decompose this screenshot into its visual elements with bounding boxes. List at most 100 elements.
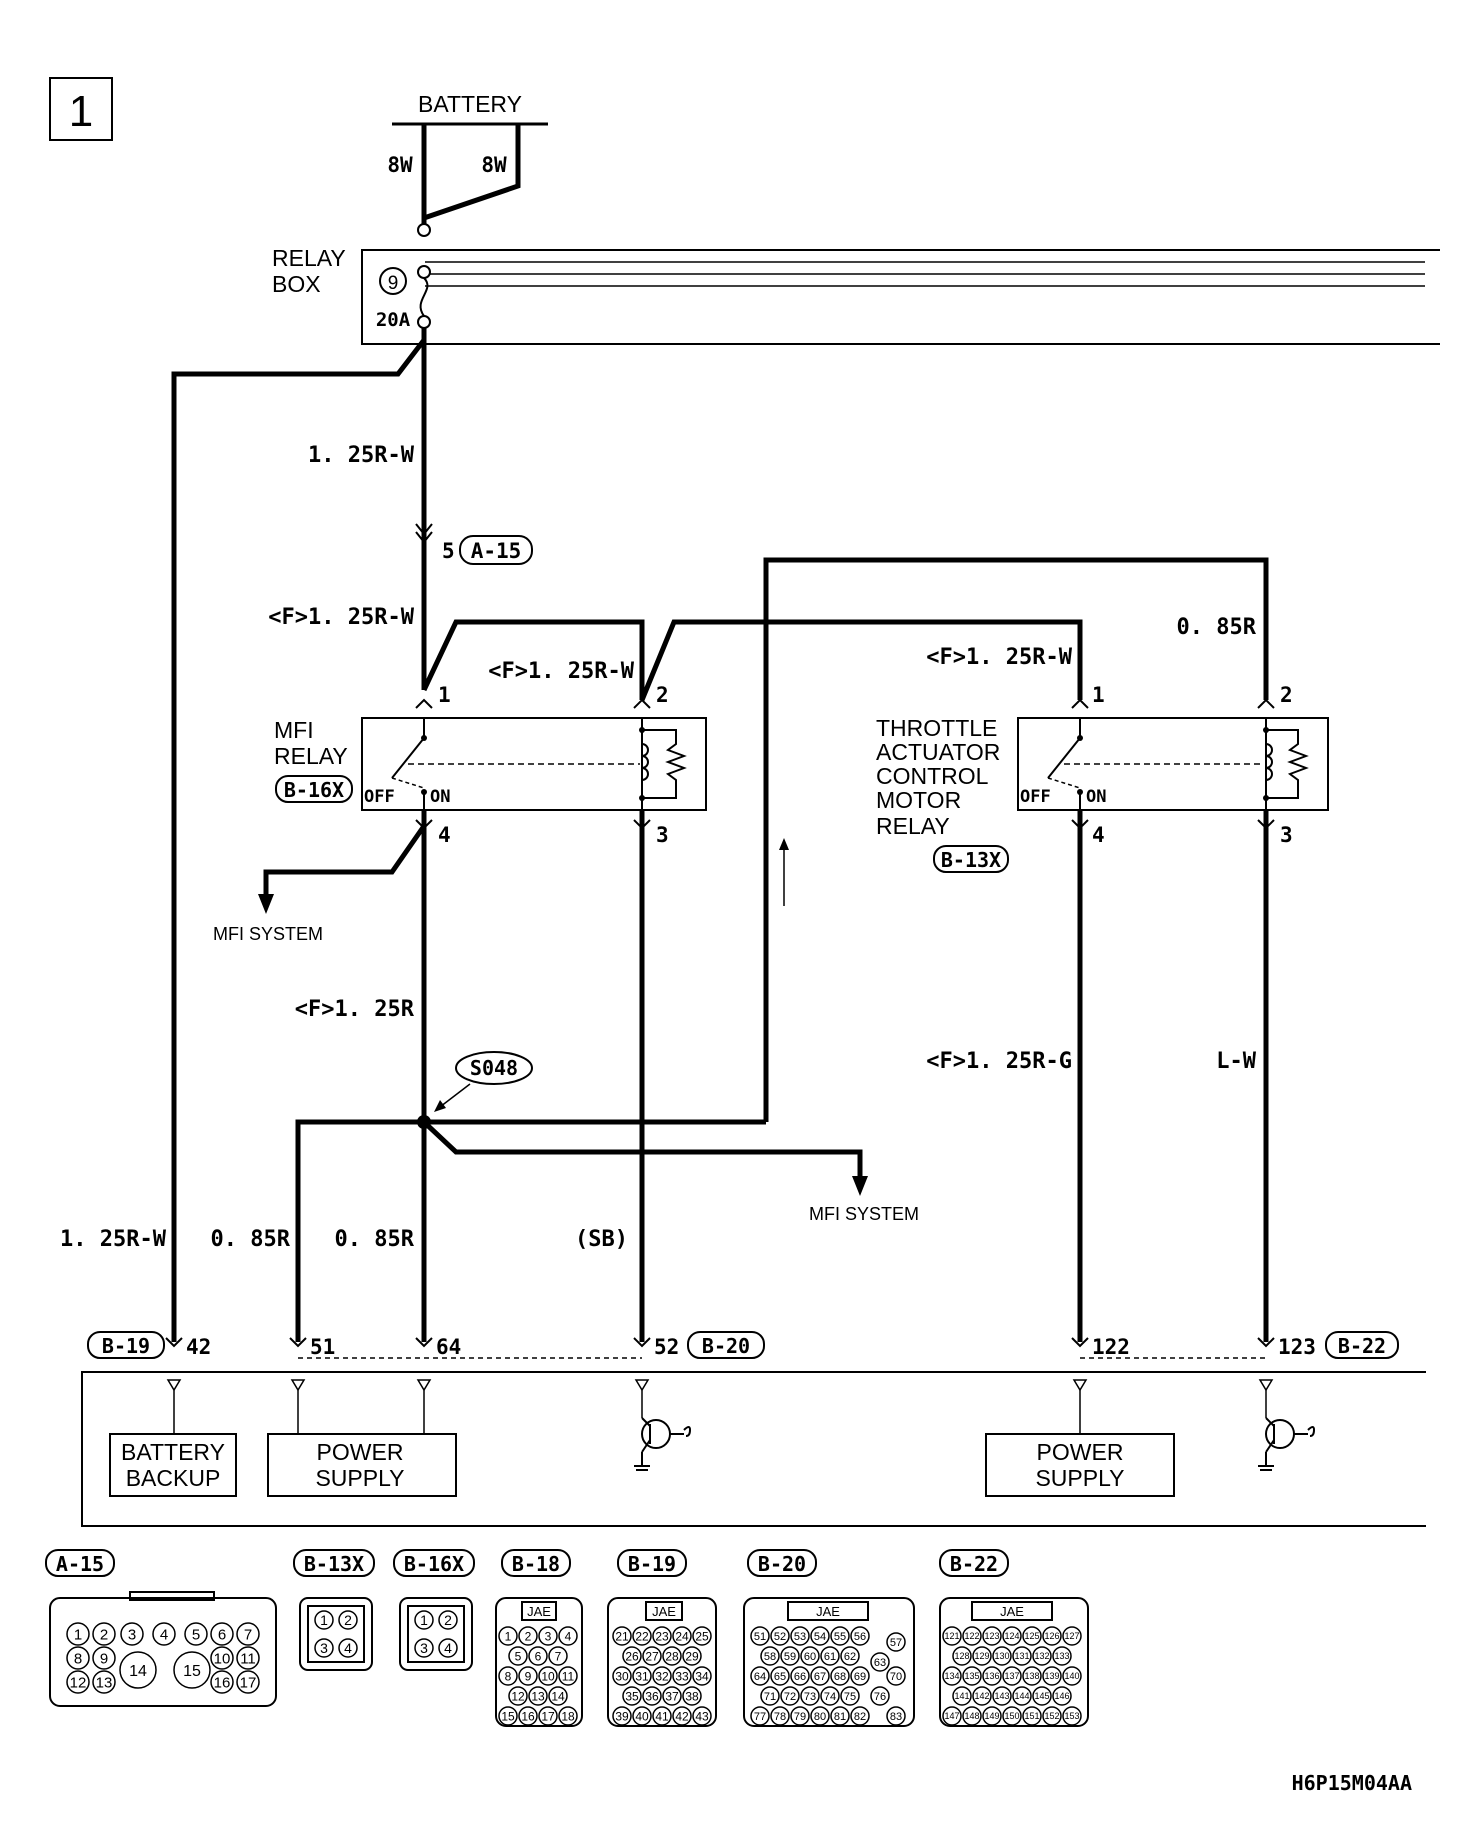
connector-pin-number: 136 xyxy=(984,1671,999,1681)
connector-pin xyxy=(1042,1666,1062,1686)
connector-pin xyxy=(314,1638,334,1658)
connector-label: B-22 xyxy=(950,1552,998,1576)
connector-pin-number: 2 xyxy=(344,1612,352,1628)
connector-pin-number: 59 xyxy=(784,1651,796,1663)
connector-pin xyxy=(632,1666,652,1686)
tac-line2: ACTUATOR xyxy=(876,739,1000,765)
connector-pin-number: 79 xyxy=(794,1711,806,1723)
connector-pin xyxy=(810,1626,830,1646)
connector-pin-number: 11 xyxy=(562,1669,575,1683)
connector-pin-number: 146 xyxy=(1054,1691,1069,1701)
connector-pin xyxy=(558,1706,578,1726)
connector-pin xyxy=(92,1670,116,1694)
tac-pin4: 4 xyxy=(1092,823,1105,847)
connector-pin xyxy=(92,1622,116,1646)
connector-pin xyxy=(236,1670,260,1694)
connector-pin-number: 36 xyxy=(645,1689,659,1703)
connector-pin xyxy=(672,1626,692,1646)
connector-pin-number: 73 xyxy=(804,1691,816,1703)
connector-pin xyxy=(210,1646,234,1670)
fuse-number: 9 xyxy=(388,273,399,294)
wire-label-tac-pin2: 0. 85R xyxy=(1177,615,1257,640)
connector-pin xyxy=(800,1646,820,1666)
connector-pin-number: 40 xyxy=(635,1709,649,1723)
connector-pin xyxy=(1062,1626,1082,1646)
connector-pin-number: 81 xyxy=(834,1711,846,1723)
connector-pin xyxy=(770,1706,790,1726)
connector-pin-number: 78 xyxy=(774,1711,786,1723)
battery-wire-right: 8W xyxy=(481,153,507,177)
mfi-system-label-2: MFI SYSTEM xyxy=(809,1204,919,1224)
connector-pin-number: 30 xyxy=(615,1669,629,1683)
connector-pin-number: 18 xyxy=(561,1709,575,1723)
connector-pin-number: 38 xyxy=(685,1689,699,1703)
connector-pin xyxy=(652,1666,672,1686)
connector-pin-number: 16 xyxy=(214,1674,231,1691)
connector-pin xyxy=(438,1638,458,1658)
connector-pin-number: 57 xyxy=(890,1637,902,1649)
connector-pin-number: 33 xyxy=(675,1669,689,1683)
connector-pin-number: 23 xyxy=(655,1629,669,1643)
connector-pin-number: 15 xyxy=(501,1709,515,1723)
splice-s048: S048 xyxy=(417,1051,533,1129)
connector-pin xyxy=(558,1666,578,1686)
connector-pin xyxy=(152,1622,176,1646)
mfi-relay: MFI RELAY B-16X 1 2 4 3 OFF ON xyxy=(274,683,707,847)
connector-pin xyxy=(518,1666,538,1686)
connector-pin-number: 14 xyxy=(551,1689,565,1703)
ecu-pin51: 51 xyxy=(310,1335,335,1359)
connector-pin xyxy=(1032,1686,1052,1706)
wire-label-b19-51: 0. 85R xyxy=(211,1227,291,1252)
connector-pin-number: 10 xyxy=(541,1669,555,1683)
connector-pin-number: 6 xyxy=(535,1649,542,1663)
connector-pin-number: 43 xyxy=(695,1709,709,1723)
ecu-pin123: 123 xyxy=(1278,1335,1316,1359)
connector-pin xyxy=(982,1666,1002,1686)
connector-pin-number: 3 xyxy=(128,1626,136,1643)
connector-pin xyxy=(120,1622,144,1646)
connector-pin xyxy=(642,1646,662,1666)
connector-pin xyxy=(1032,1646,1052,1666)
connector-pin xyxy=(830,1666,850,1686)
connector-pin-number: 65 xyxy=(774,1671,786,1683)
connector-label: A-15 xyxy=(56,1552,104,1576)
connector-pin-number: 67 xyxy=(814,1671,826,1683)
connector-pin xyxy=(760,1686,780,1706)
connector-pin-number: 2 xyxy=(525,1629,532,1643)
connector-pin xyxy=(558,1626,578,1646)
connector-pin xyxy=(518,1706,538,1726)
connector-pin xyxy=(662,1686,682,1706)
connector-pin-number: 141 xyxy=(954,1691,969,1701)
tac-connector: B-13X xyxy=(941,848,1001,872)
connector-pin xyxy=(840,1646,860,1666)
tac-line5: RELAY xyxy=(876,813,950,839)
a15-id: A-15 xyxy=(471,539,522,563)
connector-pin xyxy=(612,1666,632,1686)
connector-pin-number: 4 xyxy=(444,1640,452,1656)
wire-label-b19-64: 0. 85R xyxy=(335,1227,415,1252)
connector-pin xyxy=(692,1666,712,1686)
fuse-rating: 20A xyxy=(376,309,411,331)
wire-label-tac-pin3: L-W xyxy=(1216,1049,1256,1074)
connector-pin xyxy=(652,1626,672,1646)
connector-pin xyxy=(1002,1626,1022,1646)
connector-pin xyxy=(770,1666,790,1686)
connector-pin xyxy=(662,1646,682,1666)
connector-label: B-20 xyxy=(758,1552,806,1576)
connector-pin-number: 132 xyxy=(1034,1651,1049,1661)
connector-pin xyxy=(972,1646,992,1666)
wire-label-b19-42: 1. 25R-W xyxy=(60,1227,167,1252)
connector-pin-number: 39 xyxy=(615,1709,629,1723)
connector-pin xyxy=(632,1706,652,1726)
connector-pin xyxy=(886,1632,906,1652)
connector-label: B-19 xyxy=(628,1552,676,1576)
connector-pin xyxy=(414,1638,434,1658)
connector-pin xyxy=(538,1706,558,1726)
connector-pin xyxy=(982,1706,1002,1726)
connector-pin xyxy=(92,1646,116,1670)
connector-pin xyxy=(548,1646,568,1666)
connector-pin-number: 150 xyxy=(1004,1711,1019,1721)
connector-pin-number: 14 xyxy=(129,1663,147,1680)
a15-junction: 5 A-15 xyxy=(415,523,533,565)
mfi-pin2: 2 xyxy=(656,683,669,707)
